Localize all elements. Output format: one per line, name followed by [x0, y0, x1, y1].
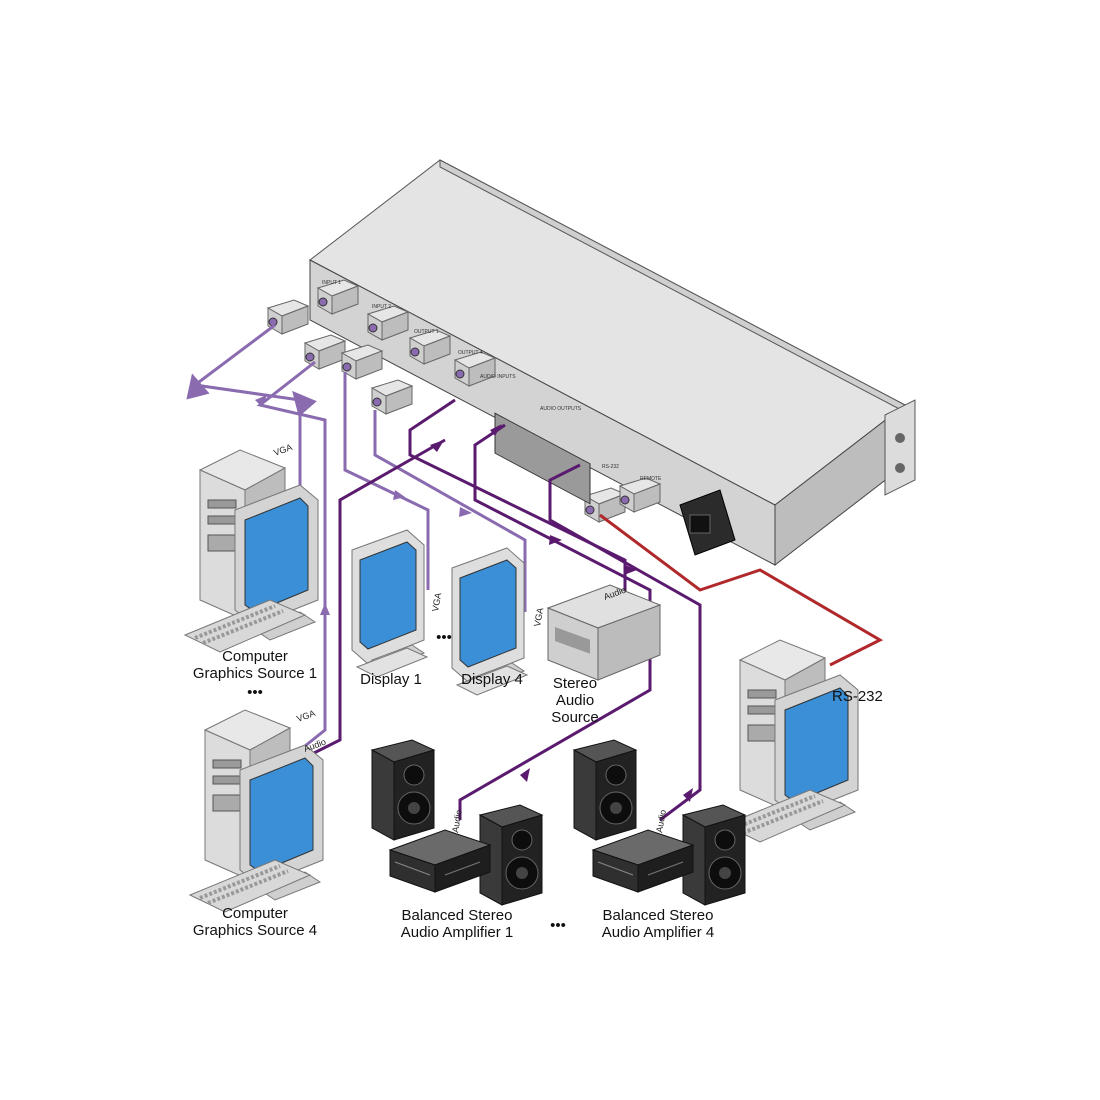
controller-pc-icon	[723, 638, 860, 844]
label-display-4: Display 4	[461, 671, 523, 688]
speaker-1-left-icon	[371, 739, 435, 841]
computer-source-4-icon	[188, 708, 325, 914]
computer-source-1-icon	[183, 448, 320, 654]
cable-label-vga-display-1: VGA	[430, 592, 443, 612]
label-amp-1-line-1: Balanced Stereo	[402, 907, 513, 924]
label-source-1-line-1: Computer	[222, 648, 288, 665]
arrow-vga-display-1	[393, 490, 405, 500]
panel-label-audio-inputs: AUDIO INPUTS	[480, 374, 516, 380]
cable-label-vga-display-4: VGA	[532, 607, 545, 627]
cables	[186, 323, 884, 822]
rs232-cable	[599, 513, 884, 667]
rear-panel-connectors: INPUT 1 INPUT 2 OUTPUT 1 OUTPUT 4 AUDIO …	[267, 279, 662, 523]
stereo-source-icon	[546, 584, 662, 681]
arrow-vga-display-4	[459, 507, 472, 517]
arrow-vga-source-4	[320, 603, 330, 615]
cable-label-audio-amp-1: Audio	[450, 809, 464, 833]
label-amp-4-line-1: Balanced Stereo	[603, 907, 714, 924]
amplifier-4-icon	[592, 829, 694, 893]
panel-label-output-1: OUTPUT 1	[414, 329, 439, 335]
arrow-audio-stereo	[490, 424, 502, 436]
label-amp-4-line-2: Audio Amplifier 4	[602, 924, 715, 941]
vga-cable-source-4	[256, 360, 327, 752]
cable-label-vga-source-4: VGA	[295, 708, 316, 724]
label-source-1: Computer Graphics Source 1	[193, 648, 317, 682]
cable-label-vga-source-1: VGA	[272, 442, 293, 458]
cable-arrows	[255, 395, 693, 802]
label-source-4-line-2: Graphics Source 4	[193, 922, 317, 939]
arrow-audio-amp-1-a	[549, 535, 562, 545]
amplifier-1-icon	[389, 829, 491, 893]
panel-label-input-2: INPUT 2	[372, 304, 391, 310]
vga-cable-source-1	[186, 323, 317, 490]
speaker-4-left-icon	[573, 739, 637, 841]
label-stereo-source: Stereo Audio Source	[551, 675, 599, 726]
label-stereo-source-line-1: Stereo	[553, 675, 597, 692]
arrow-audio-amp-1-b	[520, 768, 530, 782]
label-amp-1-line-2: Audio Amplifier 1	[401, 924, 514, 941]
arrow-vga-source-1	[255, 395, 267, 407]
panel-label-rs232: RS-232	[602, 464, 619, 470]
vga-plug-display-1	[341, 344, 383, 380]
vga-cable-display-1	[343, 372, 430, 590]
label-source-4: Computer Graphics Source 4	[193, 905, 317, 939]
vga-plug-source-1	[267, 299, 309, 335]
label-source-1-line-2: Graphics Source 1	[193, 665, 317, 682]
audio-cable-source-4	[299, 438, 446, 762]
ellipsis-displays: •••	[436, 629, 452, 646]
arrow-audio-source-4	[430, 440, 444, 452]
label-display-1: Display 1	[360, 671, 422, 688]
panel-label-remote: REMOTE	[640, 476, 662, 482]
arrow-audio-amp-4-b	[683, 788, 693, 802]
label-stereo-source-line-2: Audio	[556, 692, 594, 709]
audio-cable-amp-1	[458, 423, 652, 820]
cable-label-audio-amp-4: Audio	[654, 809, 668, 833]
panel-label-output-4: OUTPUT 4	[458, 350, 483, 356]
ellipsis-amps: •••	[550, 917, 566, 934]
vga-plug-display-4	[371, 379, 413, 415]
label-amp-4: Balanced Stereo Audio Amplifier 4	[602, 907, 715, 941]
display-1-icon	[351, 529, 428, 678]
panel-label-input-1: INPUT 1	[322, 280, 341, 286]
label-stereo-source-line-3: Source	[551, 709, 599, 726]
label-rs232: RS-232	[832, 688, 883, 705]
vga-cable-display-4	[373, 410, 527, 612]
panel-label-audio-outputs: AUDIO OUTPUTS	[540, 406, 582, 412]
arrow-audio-amp-4-a	[624, 565, 637, 575]
ellipsis-sources: •••	[247, 684, 263, 701]
label-amp-1: Balanced Stereo Audio Amplifier 1	[401, 907, 514, 941]
audio-cable-amp-4	[548, 463, 702, 822]
label-source-4-line-1: Computer	[222, 905, 288, 922]
